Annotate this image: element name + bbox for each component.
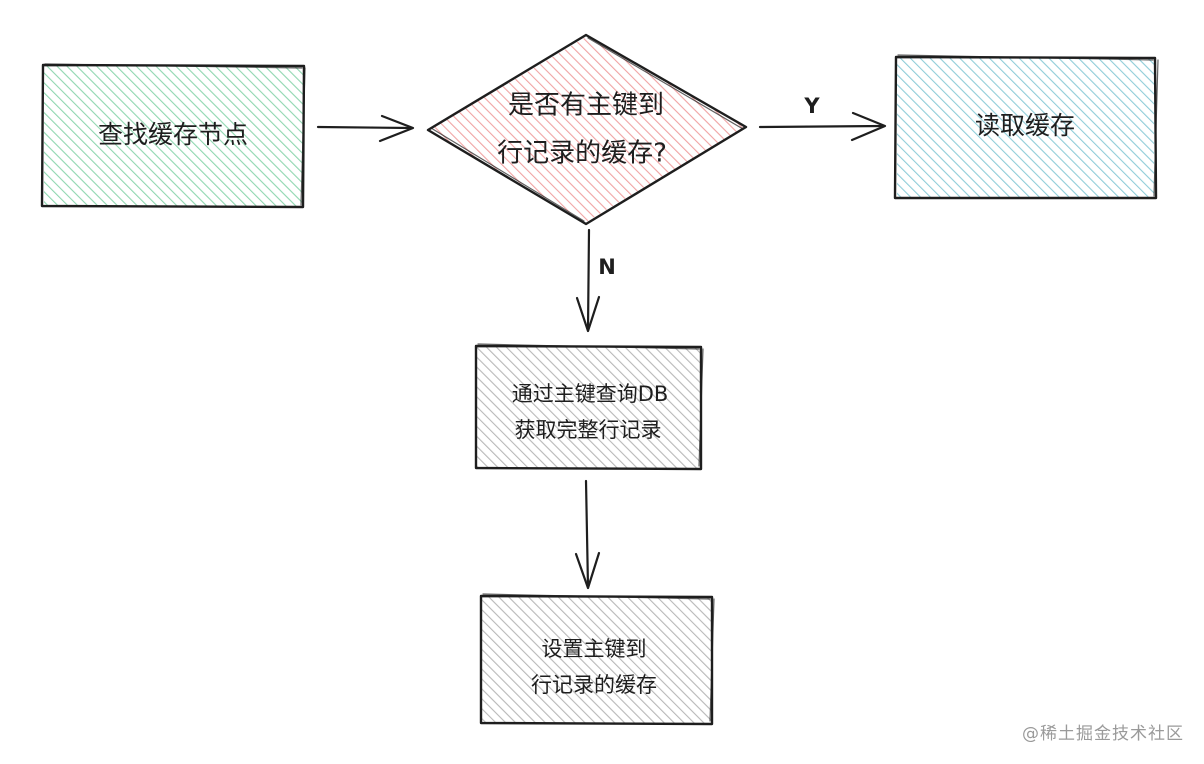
node-decision-border	[426, 33, 748, 226]
node-decision: 是否有主键到 行记录的缓存?	[426, 33, 748, 226]
edge-query-to-set	[574, 479, 601, 590]
node-set-cache-label-line1: 设置主键到	[542, 637, 647, 661]
node-find-cache: 查找缓存节点	[40, 63, 306, 209]
edge-decision-to-read-arrowhead	[850, 111, 887, 142]
edge-yes-label: Y	[803, 94, 820, 118]
edge-find-to-decision-line	[316, 125, 414, 130]
node-read-cache-border	[893, 55, 1158, 200]
edge-decision-to-query-arrowhead	[575, 295, 601, 333]
node-find-cache-border	[40, 63, 306, 209]
watermark: @稀土掘金技术社区	[1022, 724, 1184, 744]
node-query-db-label-line2: 获取完整行记录	[515, 418, 662, 442]
node-query-db-fill	[477, 347, 700, 468]
node-decision-label-line2: 行记录的缓存?	[497, 139, 667, 169]
node-query-db: 通过主键查询DB 获取完整行记录	[474, 343, 704, 471]
node-read-cache: 读取缓存	[893, 54, 1159, 200]
edge-decision-to-read: Y	[758, 94, 887, 142]
edge-find-to-decision-arrowhead	[378, 114, 415, 143]
edge-query-to-set-line	[584, 479, 590, 589]
node-set-cache: 设置主键到 行记录的缓存	[479, 593, 715, 726]
node-find-cache-sketch	[44, 63, 306, 206]
node-find-cache-label: 查找缓存节点	[98, 120, 248, 149]
node-set-cache-border	[479, 594, 714, 726]
edge-decision-to-read-line	[758, 124, 886, 129]
edge-find-to-decision	[316, 114, 415, 143]
node-decision-label-line1: 是否有主键到	[508, 91, 664, 121]
node-read-cache-fill	[897, 58, 1154, 198]
node-query-db-border	[474, 344, 703, 471]
edge-no-label: N	[598, 255, 616, 279]
node-set-cache-fill	[482, 597, 711, 723]
edge-decision-to-query: N	[575, 228, 616, 333]
edge-decision-to-query-line	[586, 228, 591, 332]
node-find-cache-fill	[44, 66, 303, 207]
node-query-db-label-line1: 通过主键查询DB	[512, 382, 669, 406]
node-query-db-sketch	[477, 343, 704, 467]
node-read-cache-label: 读取缓存	[975, 111, 1075, 140]
node-read-cache-sketch	[897, 54, 1159, 197]
node-set-cache-sketch	[482, 593, 715, 722]
node-decision-fill	[430, 37, 745, 222]
node-set-cache-label-line2: 行记录的缓存	[531, 673, 657, 697]
edge-query-to-set-arrowhead	[574, 551, 601, 590]
node-decision-sketch	[430, 37, 744, 222]
